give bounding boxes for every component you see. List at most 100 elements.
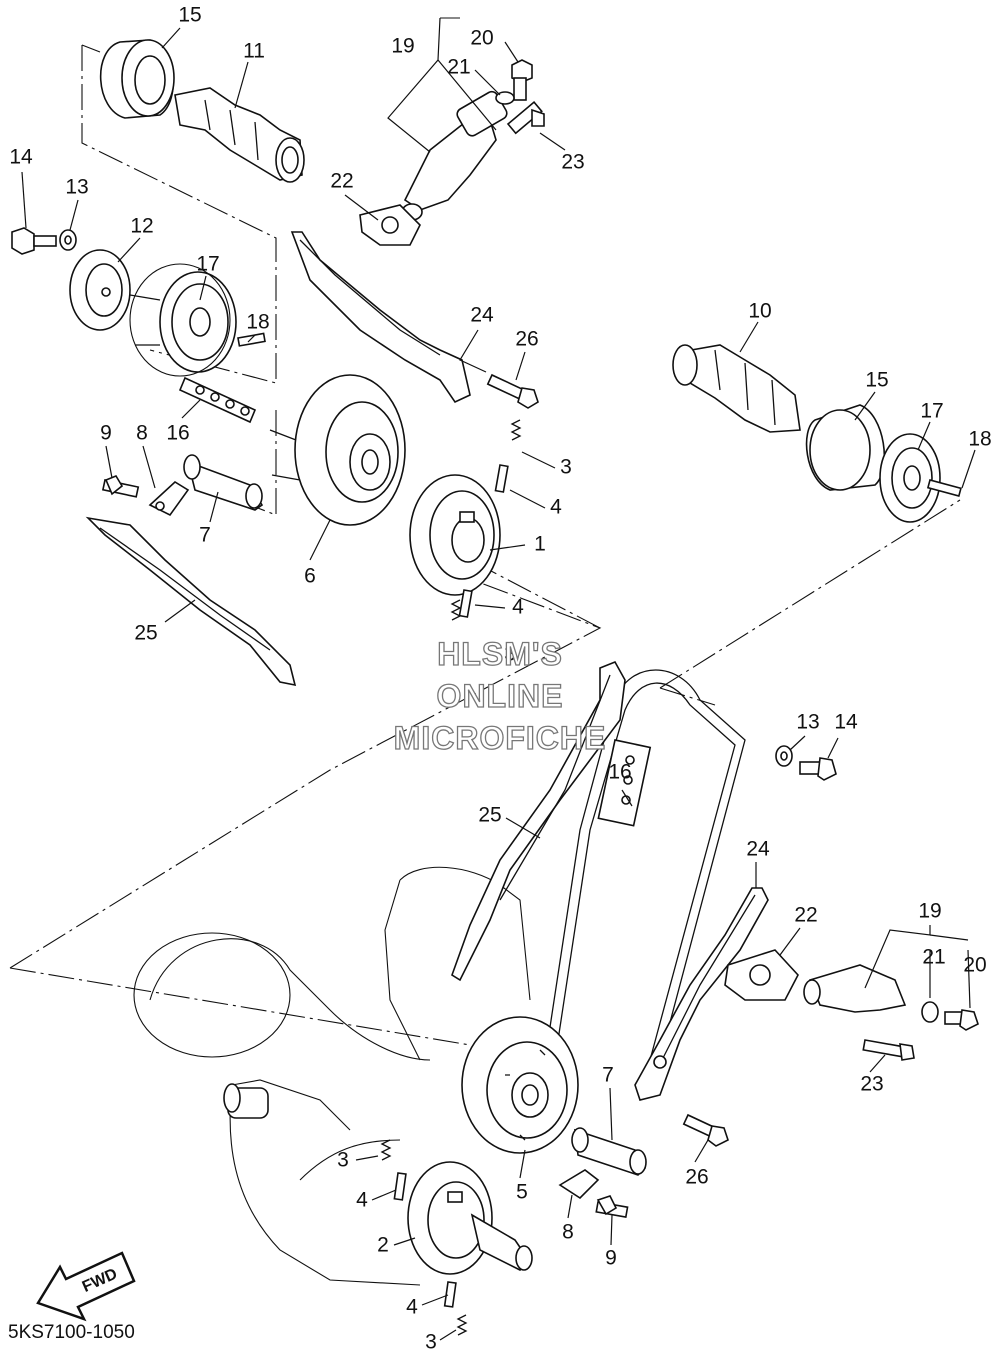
- callout-16-top: 16: [166, 422, 189, 445]
- callout-6: 6: [304, 565, 316, 588]
- bolt-14-lower: [799, 757, 837, 781]
- callout-12: 12: [130, 215, 153, 238]
- camshaft-bearing-15-top: [99, 39, 175, 119]
- bolt-14-top: [11, 227, 57, 255]
- chain-tensioner-arm-24-top: [290, 231, 471, 404]
- bolt-26-lower: [682, 1113, 729, 1147]
- dowel-pin-18-top: [237, 332, 266, 347]
- callout-15-right: 15: [865, 369, 888, 392]
- callout-10: 10: [748, 300, 771, 323]
- callout-25-lower: 25: [478, 804, 501, 827]
- crank-gear-2: [407, 1161, 533, 1275]
- tensioner-19-lower: [803, 964, 907, 1013]
- callout-18-right: 18: [968, 428, 991, 451]
- callout-24-lower: 24: [746, 838, 770, 861]
- callout-14-top: 14: [9, 146, 33, 169]
- idler-gear-6: [269, 374, 406, 526]
- callout-1: 1: [534, 533, 546, 556]
- ghost-cylinder-top: [129, 263, 231, 377]
- callout-2: 2: [377, 1234, 389, 1257]
- callout-23-top: 23: [561, 151, 584, 174]
- watermark-line-2: ONLINE: [436, 677, 564, 714]
- leader-lines: [21, 17, 976, 1341]
- guide-25-top: [85, 516, 297, 687]
- callout-9-top: 9: [100, 422, 112, 445]
- bolt-23-lower: [862, 1039, 915, 1061]
- callout-labels: 15 11 19 20 21 23 22 14 13 12 17 18 24 2…: [9, 4, 991, 1354]
- callout-3-lower-top: 3: [337, 1149, 349, 1172]
- callout-13-top: 13: [65, 176, 88, 199]
- callout-19-top: 19: [391, 35, 414, 58]
- callout-25-top: 25: [134, 622, 157, 645]
- plate-8-top: [148, 481, 190, 517]
- idler-gear-5: [461, 1016, 579, 1154]
- callout-4-mid-top: 4: [550, 496, 562, 519]
- bolt-23-top: [506, 101, 545, 135]
- pin-4-mid-top: [494, 464, 509, 493]
- callout-23-lower: 23: [860, 1073, 883, 1096]
- callout-20-top: 20: [470, 27, 493, 50]
- camshaft-sprocket-plate-12: [69, 249, 131, 331]
- callout-19-lower: 19: [918, 900, 941, 923]
- pin-4-lower-top: [393, 1172, 407, 1201]
- camshaft-11: [174, 87, 305, 183]
- plate-8-lower: [558, 1169, 600, 1200]
- callout-3-mid-bottom: 3: [504, 643, 516, 666]
- engine-outline: [133, 866, 531, 1286]
- pin-4-mid-bottom: [458, 589, 473, 618]
- camshaft-bearing-15-right: [805, 404, 886, 491]
- callout-3-lower-bottom: 3: [425, 1331, 437, 1354]
- camshaft-10: [672, 344, 801, 433]
- washer-13-lower: [775, 745, 793, 767]
- spring-3-mid-bottom: [450, 599, 462, 621]
- gasket-22-lower: [724, 949, 799, 1001]
- dowel-pin-18-right: [926, 479, 962, 497]
- callout-5: 5: [516, 1181, 528, 1204]
- callout-8-top: 8: [136, 422, 148, 445]
- callout-15-top: 15: [178, 4, 201, 27]
- fwd-arrow-icon: FWD: [36, 1251, 136, 1322]
- bolt-20-top: [511, 59, 533, 101]
- callout-4-lower-bottom: 4: [406, 1296, 418, 1319]
- spring-3-lower-top: [380, 1139, 392, 1161]
- bolt-9-top: [101, 475, 140, 498]
- spring-3-mid-top: [510, 419, 522, 441]
- callout-20-lower: 20: [963, 954, 986, 977]
- shaft-7-lower: [571, 1127, 647, 1176]
- callout-22-lower: 22: [794, 904, 817, 927]
- chain-16-top: [178, 376, 257, 424]
- callout-18-top: 18: [246, 311, 269, 334]
- callout-4-mid-bottom: 4: [512, 596, 524, 619]
- callout-14-lower: 14: [834, 711, 858, 734]
- callout-17-top: 17: [196, 253, 219, 276]
- callout-7-top: 7: [199, 524, 211, 547]
- callout-16-lower: 16: [608, 761, 631, 784]
- cam-chain-16: [544, 669, 746, 1061]
- shaft-7-top: [183, 454, 264, 511]
- callout-24-top: 24: [470, 304, 494, 327]
- callout-8-lower: 8: [562, 1221, 574, 1244]
- washer-21-top: [495, 91, 515, 105]
- callout-26-top: 26: [515, 328, 538, 351]
- bolt-9-lower: [595, 1195, 629, 1218]
- gasket-22-top: [359, 204, 421, 246]
- watermark-line-1: HLSM'S: [437, 635, 563, 672]
- chain-guide-25-lower: [451, 660, 626, 982]
- drive-gear-1: [409, 474, 501, 596]
- callout-21-lower: 21: [922, 946, 945, 969]
- sprocket-17-top: [129, 271, 237, 373]
- pin-4-lower-bottom: [443, 1281, 457, 1308]
- callout-26-lower: 26: [685, 1166, 708, 1189]
- sprocket-17-right: [879, 433, 941, 523]
- diagram-code: 5KS7100-1050: [8, 1322, 135, 1343]
- bolt-26-top: [486, 373, 539, 409]
- tensioner-19-top: [401, 90, 508, 221]
- callout-11: 11: [243, 40, 265, 63]
- callout-4-lower-top: 4: [356, 1189, 368, 1212]
- callout-7-lower: 7: [602, 1064, 614, 1087]
- washer-13-top: [59, 229, 77, 251]
- callout-3-mid-top: 3: [560, 456, 572, 479]
- tensioner-arm-24-lower: [634, 887, 769, 1101]
- callout-17-right: 17: [920, 400, 943, 423]
